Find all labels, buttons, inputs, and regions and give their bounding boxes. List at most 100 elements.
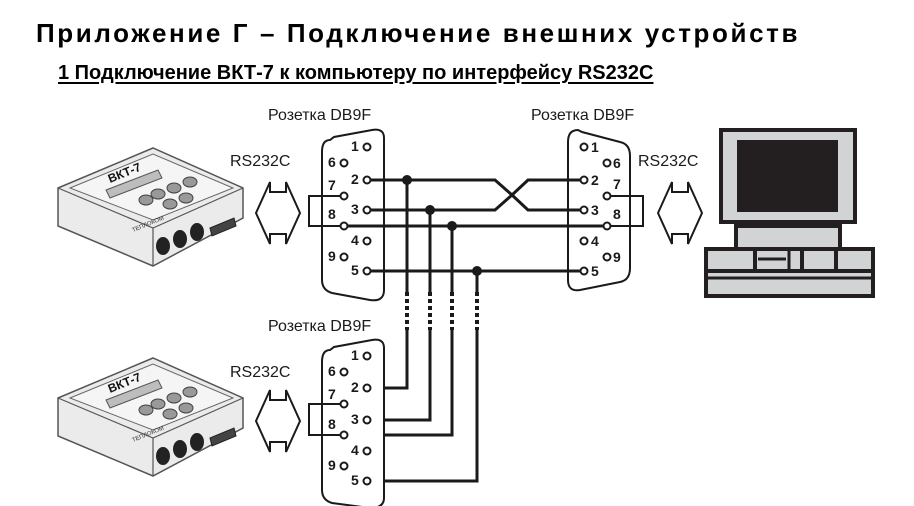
- pin-number: 2: [591, 172, 599, 188]
- pin-9: [339, 461, 349, 471]
- db9-right-pins: 1 6 2 7 3 8 4 9 5: [579, 139, 621, 279]
- device-port: [173, 230, 187, 248]
- monitor-screen: [737, 140, 838, 212]
- wire-2-to-3: [371, 178, 580, 212]
- interface-label: RS232C: [638, 153, 698, 170]
- pin-5: [362, 266, 372, 276]
- device-button: [138, 194, 154, 206]
- db9-connector-left: [321, 128, 385, 302]
- pin-number: 2: [351, 379, 359, 395]
- pin-number: 5: [591, 263, 599, 279]
- pin-number: 5: [351, 472, 359, 488]
- bidirectional-arrow-icon: [254, 181, 302, 245]
- section-subtitle: 1 Подключение ВКТ-7 к компьютеру по инте…: [58, 62, 654, 84]
- pin-7: [602, 191, 612, 201]
- pin-number: 1: [591, 139, 599, 155]
- loopback-7-8-wire: [308, 195, 340, 227]
- device-button: [166, 182, 182, 194]
- pin-number: 7: [613, 176, 621, 192]
- pin-8: [602, 221, 612, 231]
- device-db9-port: [209, 427, 237, 447]
- pin-number: 9: [328, 457, 336, 473]
- branch-wires: [348, 180, 479, 483]
- db9-connector-right: [567, 128, 631, 292]
- pin-6: [339, 367, 349, 377]
- device-button: [138, 404, 154, 416]
- branch-wire-5-lower: [371, 330, 479, 483]
- pin-number: 6: [328, 154, 336, 170]
- device-port: [156, 237, 170, 255]
- pin-number: 3: [351, 411, 359, 427]
- page-title: Приложение Г – Подключение внешних устро…: [36, 18, 801, 48]
- pin-number: 1: [351, 138, 359, 154]
- bidirectional-arrow-icon: [254, 389, 302, 453]
- pin-number: 2: [351, 171, 359, 187]
- pin-8: [339, 221, 349, 231]
- device-button: [178, 192, 194, 204]
- connector-label: Розетка DB9F: [531, 107, 634, 124]
- device-button: [182, 386, 198, 398]
- pin-1: [362, 142, 372, 152]
- pin-8: [339, 430, 349, 440]
- pin-5: [362, 476, 372, 486]
- device-port: [190, 433, 204, 451]
- pin-9: [339, 252, 349, 262]
- device-button: [162, 198, 178, 210]
- pin-number: 3: [351, 201, 359, 217]
- device-db9-port: [209, 217, 237, 237]
- wire-3-to-2: [371, 178, 580, 212]
- pin-number: 9: [328, 248, 336, 264]
- pin-7: [339, 399, 349, 409]
- pin-2: [362, 383, 372, 393]
- vkt7-device-1: ВКТ-7 ТЕПЛОКОМ: [57, 147, 244, 267]
- device-button: [182, 176, 198, 188]
- connector-label: Розетка DB9F: [268, 318, 371, 335]
- computer-icon: [704, 128, 875, 298]
- pin-3: [362, 415, 372, 425]
- wires-top: [348, 175, 603, 276]
- pin-4: [579, 236, 589, 246]
- device-button: [162, 408, 178, 420]
- pin-1: [362, 351, 372, 361]
- device-port: [190, 223, 204, 241]
- device-button: [150, 398, 166, 410]
- computer-stand: [734, 224, 842, 252]
- pin-6: [339, 158, 349, 168]
- pin-6: [602, 158, 612, 168]
- pin-number: 6: [328, 363, 336, 379]
- pin-number: 9: [613, 249, 621, 265]
- loopback-7-8-wire: [308, 403, 340, 436]
- pin-number: 3: [591, 202, 599, 218]
- pin-number: 7: [328, 177, 336, 193]
- device-button: [178, 402, 194, 414]
- device-port: [173, 440, 187, 458]
- device-button: [166, 392, 182, 404]
- branch-wire-3-lower: [371, 330, 432, 422]
- pin-7: [339, 191, 349, 201]
- bidirectional-arrow-icon: [656, 181, 704, 245]
- pin-number: 6: [613, 155, 621, 171]
- pin-4: [362, 446, 372, 456]
- connector-label: Розетка DB9F: [268, 107, 371, 124]
- pin-1: [579, 142, 589, 152]
- db9-left-pins: 1 6 2 7 3 8 4 9 5: [328, 138, 372, 278]
- pin-3: [362, 205, 372, 215]
- vkt7-device-2: ВКТ-7 ТЕПЛОКОМ: [57, 357, 244, 477]
- pin-9: [602, 252, 612, 262]
- device-port: [156, 447, 170, 465]
- pin-5: [579, 266, 589, 276]
- pin-2: [579, 175, 589, 185]
- device-button: [150, 188, 166, 200]
- pin-number: 4: [351, 232, 359, 248]
- db9-bottom-pins: 1 6 2 7 3 8 4 9 5: [328, 347, 372, 488]
- pin-number: 4: [351, 442, 359, 458]
- db9-connector-bottom: [321, 338, 385, 506]
- loopback-7-8-wire: [611, 195, 644, 227]
- interface-label: RS232C: [230, 364, 290, 381]
- interface-label: RS232C: [230, 153, 290, 170]
- pin-number: 7: [328, 386, 336, 402]
- pin-number: 8: [328, 416, 336, 432]
- pin-number: 8: [328, 206, 336, 222]
- pin-number: 1: [351, 347, 359, 363]
